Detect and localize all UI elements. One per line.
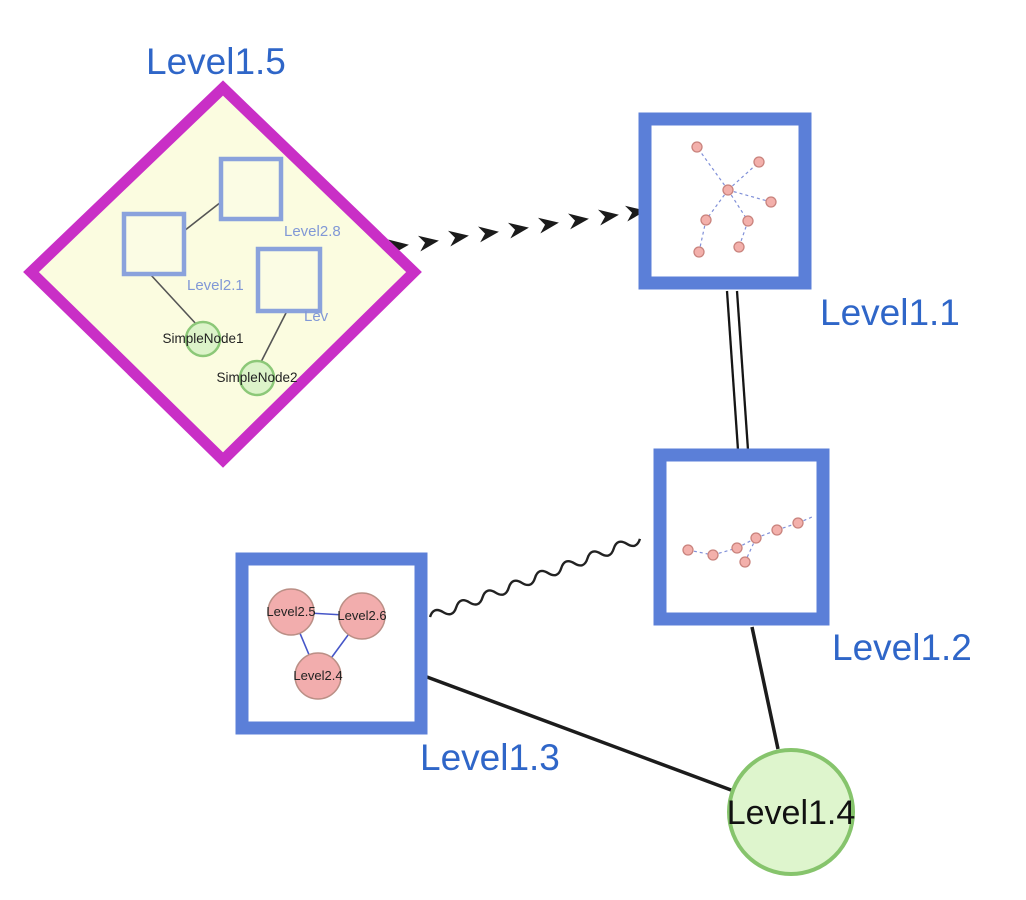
level1_3-label: Level1.3 <box>420 737 560 778</box>
node-level1_4[interactable]: Level1.4 <box>727 748 856 876</box>
level1_1-mini-graph <box>691 141 777 258</box>
node-level1_1[interactable]: Level1.1 <box>638 112 960 333</box>
node-level1_5[interactable]: Level1.5 Level2.8 Level2.1 Lev SimpleNod… <box>23 41 422 468</box>
level2-truncated-label: Lev <box>304 308 329 325</box>
level2_5-label: Level2.5 <box>266 604 315 619</box>
level1_3-frame[interactable] <box>235 552 428 735</box>
edge-level1_2-to-level1_4[interactable] <box>750 626 780 750</box>
simplenode2-label: SimpleNode2 <box>216 370 297 385</box>
level1_2-label: Level1.2 <box>832 627 972 668</box>
level1_1-label: Level1.1 <box>820 292 960 333</box>
edge-level1_5-to-level1_1[interactable] <box>388 205 646 256</box>
level2_4-label: Level2.4 <box>293 668 342 683</box>
level1_1-frame[interactable] <box>638 112 812 290</box>
level2_6-label: Level2.6 <box>337 608 386 623</box>
node-simplenode2[interactable] <box>238 359 276 397</box>
edge-level1_3-to-level1_4[interactable] <box>426 675 732 792</box>
node-level2_1[interactable] <box>121 211 187 277</box>
edge-level1_3-to-level1_2[interactable] <box>428 535 642 622</box>
level2_8-label: Level2.8 <box>284 223 341 240</box>
level1_5-diamond-shape[interactable] <box>23 80 422 468</box>
node-simplenode1[interactable] <box>184 320 222 358</box>
simplenode1-label: SimpleNode1 <box>162 331 243 346</box>
node-level1_2[interactable]: Level1.2 <box>653 448 972 668</box>
level1_4-circle[interactable] <box>727 748 855 876</box>
node-level2_5[interactable] <box>267 588 315 636</box>
node-level2-truncated[interactable] <box>255 246 323 314</box>
edge-lev-to-simplenode2[interactable] <box>260 310 288 363</box>
edge-level2_1-to-simplenode1[interactable] <box>149 273 198 326</box>
level1_5-label: Level1.5 <box>146 41 286 82</box>
level1_2-mini-graph <box>682 516 813 568</box>
node-level1_3[interactable]: Level2.5 Level2.6 Level2.4 Level1.3 <box>235 552 560 778</box>
level1_4-label: Level1.4 <box>727 794 856 832</box>
edge-level2_1-to-level2_8[interactable] <box>183 201 222 232</box>
level1_2-frame[interactable] <box>653 448 830 626</box>
node-level2_6[interactable] <box>338 592 386 640</box>
node-level2_8[interactable] <box>218 156 284 222</box>
edge-level1_1-to-level1_2[interactable] <box>725 290 750 451</box>
node-level2_4[interactable] <box>294 652 342 700</box>
level2_1-label: Level2.1 <box>187 277 244 294</box>
